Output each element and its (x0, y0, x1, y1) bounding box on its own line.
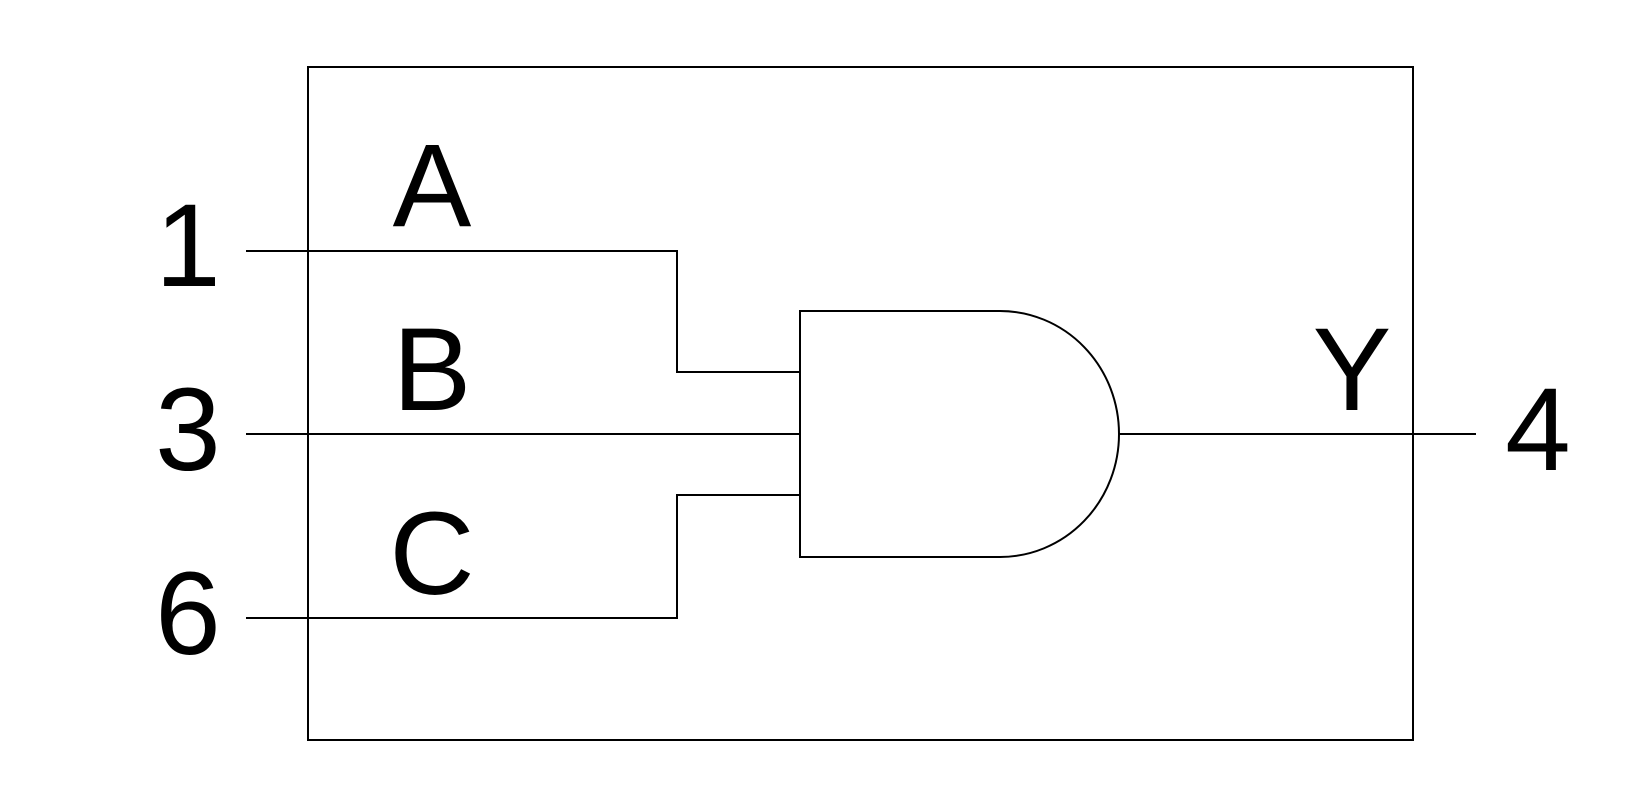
signal-label-b: B (393, 304, 472, 436)
input-wire-c (246, 494, 800, 619)
pin-number-b: 3 (155, 364, 221, 496)
component-outline (307, 66, 1414, 741)
signal-label-y: Y (1313, 304, 1392, 436)
input-wire-a (246, 250, 800, 373)
signal-label-c: C (389, 488, 474, 620)
pin-number-a: 1 (155, 180, 221, 312)
and-gate (799, 310, 1120, 558)
signal-label-a: A (393, 120, 472, 252)
pin-number-c: 6 (155, 548, 221, 680)
pin-number-y: 4 (1505, 364, 1571, 496)
